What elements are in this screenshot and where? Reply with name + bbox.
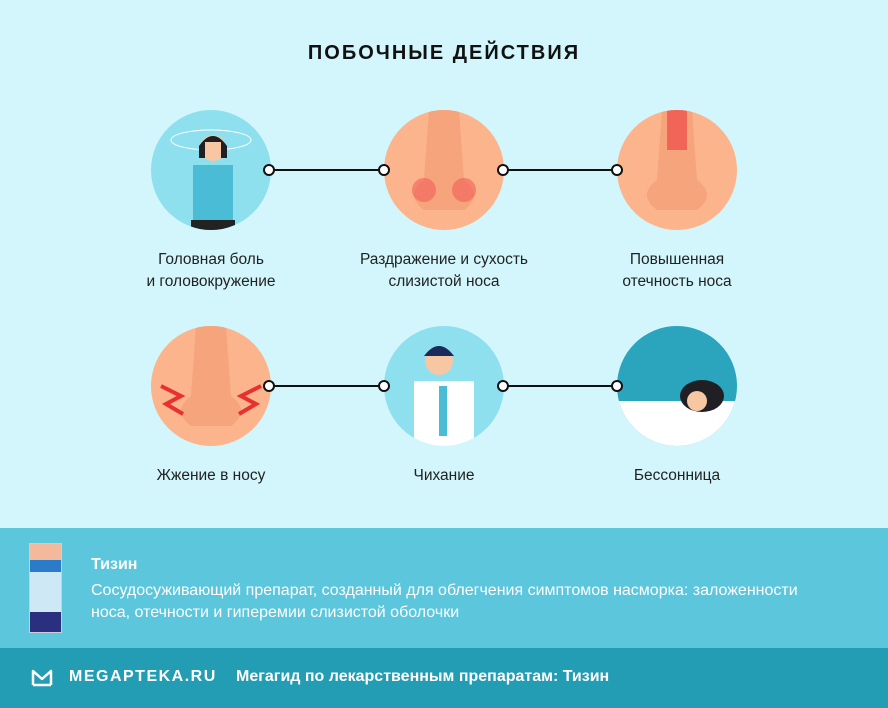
product-band <box>0 528 888 648</box>
connector-dot <box>378 380 390 392</box>
connector-dot <box>611 380 623 392</box>
connector-dot <box>263 380 275 392</box>
irritated-nose-icon <box>384 110 504 230</box>
connector-dot <box>611 164 623 176</box>
connector-line <box>271 385 383 387</box>
swollen-nose-icon <box>617 110 737 230</box>
dizzy-woman-icon <box>151 110 271 230</box>
footer-guide-text: Мегагид по лекарственным препаратам: Тиз… <box>236 668 610 685</box>
connector-dot <box>378 164 390 176</box>
brand-name[interactable]: MEGAPTEKA.RU <box>69 668 217 685</box>
footer <box>0 648 888 708</box>
megapteka-logo-icon <box>31 669 53 687</box>
effect-label: Жжение в носу <box>156 467 266 484</box>
connector-line <box>504 169 616 171</box>
page-title: ПОБОЧНЫЕ ДЕЙСТВИЯ <box>307 42 581 64</box>
insomnia-icon <box>617 326 737 446</box>
connector-line <box>504 385 616 387</box>
effect-label: Бессонница <box>633 467 721 484</box>
product-name: Тизин <box>91 556 138 573</box>
connector-dot <box>263 164 275 176</box>
sneezing-man-icon <box>384 326 504 446</box>
burning-nose-icon <box>151 326 271 446</box>
connector-dot <box>497 164 509 176</box>
product-package-image <box>29 543 62 633</box>
connector-dot <box>497 380 509 392</box>
effect-label: Чихание <box>413 467 475 484</box>
product-description: Сосудосуживающий препарат, созданный для… <box>91 582 798 621</box>
connector-line <box>271 169 383 171</box>
